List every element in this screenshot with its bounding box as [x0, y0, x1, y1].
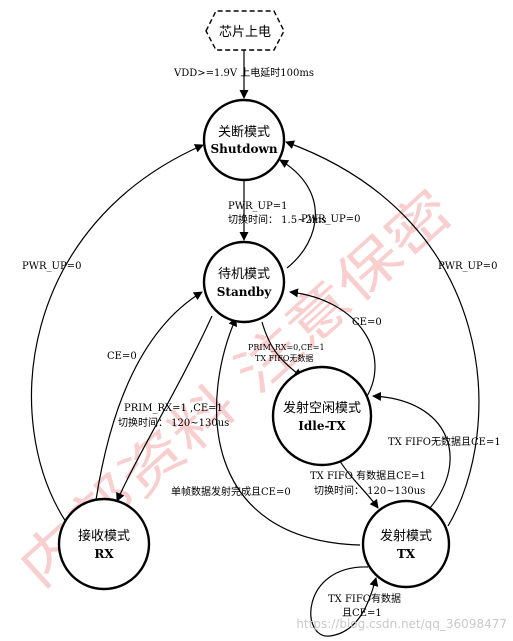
- label-standby-shutdown: PWR_UP=0: [301, 214, 360, 225]
- label-tx-standby: 单帧数据发射完成且CE=0: [171, 485, 291, 498]
- edge-tx-idle: [372, 391, 451, 509]
- label-tx-self-2: 且CE=1: [342, 607, 382, 619]
- label-rx-standby: CE=0: [107, 351, 137, 362]
- node-idle-tx-label-cn: 发射空闲模式: [283, 400, 361, 416]
- node-idle-tx: 发射空闲模式 Idle-TX: [271, 365, 373, 467]
- node-standby-label-en: Standby: [217, 285, 272, 299]
- node-shutdown-label-cn: 关断模式: [218, 125, 270, 140]
- edge-rx-standby: [95, 291, 203, 501]
- label-standby-rx-2: 切换时间： 120~130us: [118, 416, 229, 429]
- edge-tx-shutdown: [285, 140, 480, 527]
- node-shutdown: 关断模式 Shutdown: [202, 98, 286, 182]
- label-idle-tx-2: 切换时间： 120~130us: [314, 484, 425, 497]
- node-rx-label-en: RX: [94, 547, 114, 561]
- edge-standby-rx: [116, 315, 213, 502]
- label-rx-shutdown: PWR_UP=0: [22, 261, 81, 272]
- node-standby: 待机模式 Standby: [202, 240, 286, 324]
- label-poweron-shutdown: VDD>=1.9V 上电延时100ms: [173, 66, 314, 79]
- edge-tx-self: [310, 566, 379, 637]
- node-idle-tx-label-en: Idle-TX: [298, 419, 346, 433]
- label-shutdown-standby-2: 切换时间： 1.5~2ms: [228, 213, 326, 226]
- node-tx: 发射模式 TX: [361, 499, 451, 589]
- label-tx-self-1: TX FIFO有数据: [328, 592, 401, 605]
- nodes: 芯片上电 关断模式 Shutdown 待机模式 Standby 发射空闲模式 I…: [57, 10, 451, 591]
- edges: [30, 50, 480, 637]
- label-standby-idle-1: PRIM_RX=0,CE=1: [248, 343, 325, 352]
- node-power-on-label: 芯片上电: [219, 25, 271, 40]
- edge-idle-tx: [337, 457, 379, 509]
- node-shutdown-label-en: Shutdown: [210, 142, 277, 156]
- edge-labels: VDD>=1.9V 上电延时100ms PWR_UP=1 切换时间： 1.5~2…: [22, 66, 501, 619]
- node-rx: 接收模式 RX: [57, 497, 151, 591]
- edge-rx-shutdown: [30, 144, 204, 523]
- label-shutdown-standby-1: PWR_UP=1: [228, 201, 287, 212]
- node-tx-label-cn: 发射模式: [380, 528, 432, 544]
- label-idle-tx-1: TX FIFO 有数据且CE=1: [310, 469, 426, 482]
- credit-url: https://blog.csdn.net/qq_36098477: [296, 617, 507, 631]
- edge-standby-shutdown: [279, 159, 316, 269]
- label-tx-shutdown: PWR_UP=0: [438, 261, 497, 272]
- label-standby-rx-1: PRIM_RX=1 ,CE=1: [124, 403, 223, 414]
- node-power-on: 芯片上电: [205, 10, 285, 51]
- label-standby-idle-2: TX FIFO无数据: [255, 353, 313, 363]
- node-tx-label-en: TX: [397, 547, 416, 561]
- edge-idle-standby: [289, 288, 376, 399]
- node-standby-label-cn: 待机模式: [218, 267, 270, 282]
- node-rx-label-cn: 接收模式: [78, 528, 130, 544]
- edge-tx-standby: [216, 317, 361, 546]
- label-tx-idle: TX FIFO无数据且CE=1: [388, 435, 501, 448]
- label-idle-standby: CE=0: [352, 317, 382, 328]
